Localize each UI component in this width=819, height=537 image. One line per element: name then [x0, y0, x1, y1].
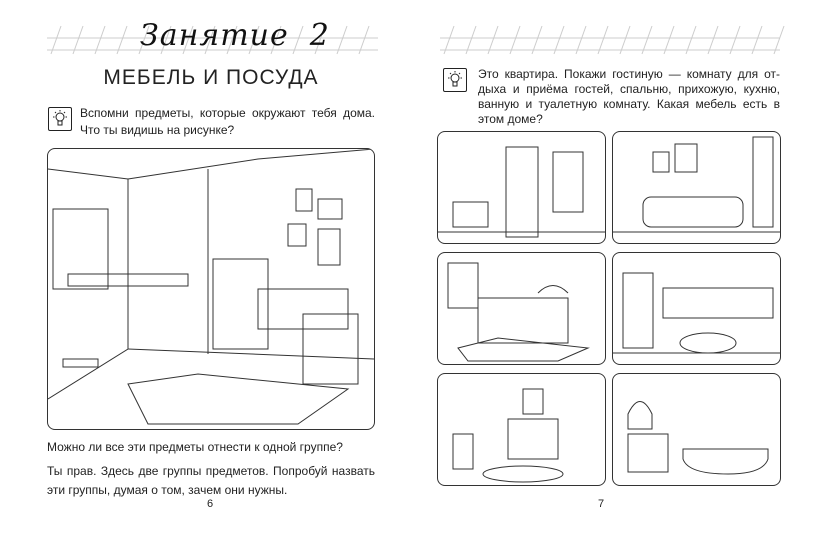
task-text: Это квартира. Покажи гостиную — комнату … [478, 67, 780, 126]
hallway-illustration [437, 131, 606, 244]
page-number-left: 6 [207, 498, 214, 510]
kitchen-illustration [612, 252, 781, 365]
question-one-group: Можно ли все эти предметы отнести к одно… [47, 440, 343, 454]
bath-illustration [612, 373, 781, 486]
page-number-right: 7 [598, 498, 605, 510]
question-two-groups: Ты прав. Здесь две группы предметов. Поп… [47, 464, 375, 497]
lightbulb-icon [443, 68, 467, 92]
lightbulb-icon [48, 107, 72, 131]
living-room-illustration [612, 131, 781, 244]
bedroom-illustration [437, 252, 606, 365]
room-illustration [47, 148, 375, 430]
bathroom-illustration [437, 373, 606, 486]
section-title: МЕБЕЛЬ И ПОСУДА [103, 66, 319, 89]
lesson-title: Занятие 2 [140, 18, 330, 53]
task-text: Вспомни предметы, которые окружают тебя … [80, 106, 375, 137]
